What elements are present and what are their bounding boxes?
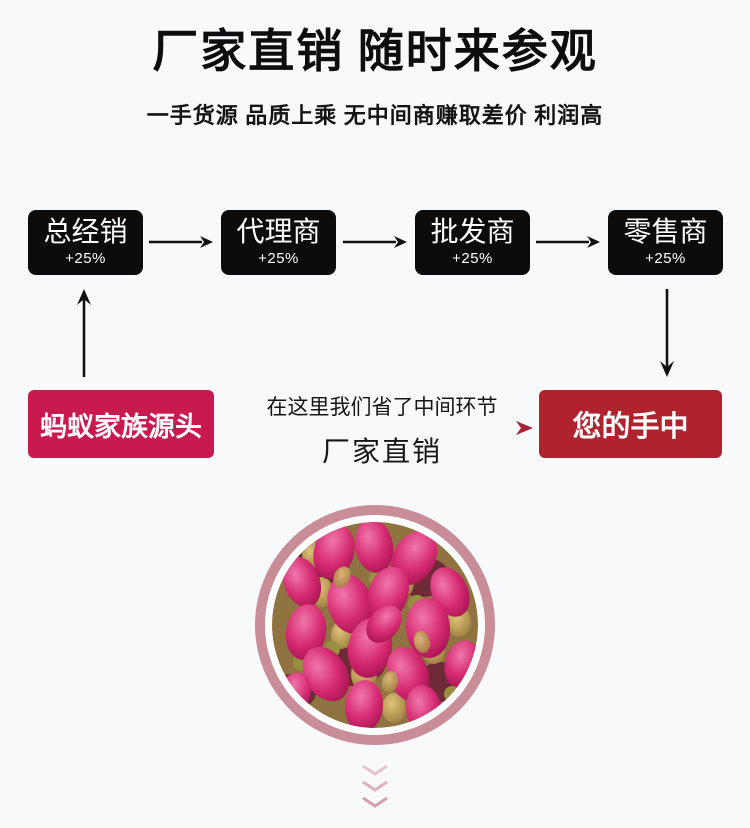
chain-node-label: 零售商 <box>623 217 708 249</box>
chain-node-distributor: 总经销 +25% <box>28 210 143 275</box>
direct-route-caption: 在这里我们省了中间环节 <box>266 395 498 419</box>
page-subtitle: 一手货源 品质上乘 无中间商赚取差价 利润高 <box>146 103 604 128</box>
chevron-down-icon <box>362 796 388 808</box>
source-box-label: 蚂蚁家族源头 <box>40 411 202 442</box>
chain-node-surcharge: +25% <box>645 249 686 267</box>
flow-arrow-right-icon <box>343 236 407 248</box>
page-title: 厂家直销 随时来参观 <box>152 26 598 77</box>
chain-node-surcharge: +25% <box>452 249 493 267</box>
destination-box: 您的手中 <box>539 390 722 458</box>
chain-node-agent: 代理商 +25% <box>221 210 336 275</box>
source-box: 蚂蚁家族源头 <box>28 390 214 458</box>
product-photo-ring <box>255 505 495 745</box>
chain-node-label: 总经销 <box>43 217 128 249</box>
flow-arrow-right-icon <box>149 236 213 248</box>
direct-route-label: 厂家直销 <box>321 437 442 468</box>
direct-gradient-arrow-icon <box>233 421 533 435</box>
chain-node-retailer: 零售商 +25% <box>608 210 723 275</box>
chain-node-label: 代理商 <box>236 217 321 249</box>
flow-arrow-up-icon <box>77 289 91 377</box>
flow-arrow-down-icon <box>660 289 674 377</box>
chain-node-wholesaler: 批发商 +25% <box>415 210 530 275</box>
destination-box-label: 您的手中 <box>572 411 689 443</box>
scroll-down-indicator <box>0 764 750 808</box>
chevron-down-icon <box>362 764 388 776</box>
chain-node-surcharge: +25% <box>65 249 106 267</box>
rose-buds-photo <box>272 522 478 728</box>
chain-node-label: 批发商 <box>430 217 515 249</box>
chain-node-surcharge: +25% <box>258 249 299 267</box>
flow-arrow-right-icon <box>536 236 600 248</box>
chevron-down-icon <box>362 780 388 792</box>
